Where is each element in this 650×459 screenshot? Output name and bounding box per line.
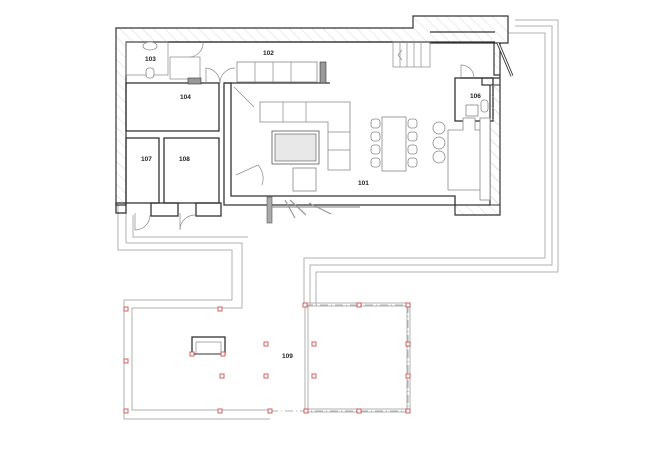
furniture (142, 41, 491, 201)
room-label-107: 107 (141, 156, 152, 163)
terrace-posts (123, 302, 411, 414)
door-swings (134, 41, 475, 231)
room-label-106: 106 (470, 93, 481, 100)
room-label-104: 104 (180, 94, 191, 101)
staircase (392, 41, 431, 68)
room-label-109: 109 (282, 353, 293, 360)
room-label-108: 108 (179, 156, 190, 163)
room-label-103: 103 (145, 56, 156, 63)
room-label-101: 101 (358, 180, 369, 187)
terrace-109 (123, 302, 411, 414)
room-labels: 101 102 103 104 106 107 108 109 (141, 50, 481, 360)
room-label-102: 102 (263, 50, 274, 57)
walkway-outlines (117, 19, 559, 420)
